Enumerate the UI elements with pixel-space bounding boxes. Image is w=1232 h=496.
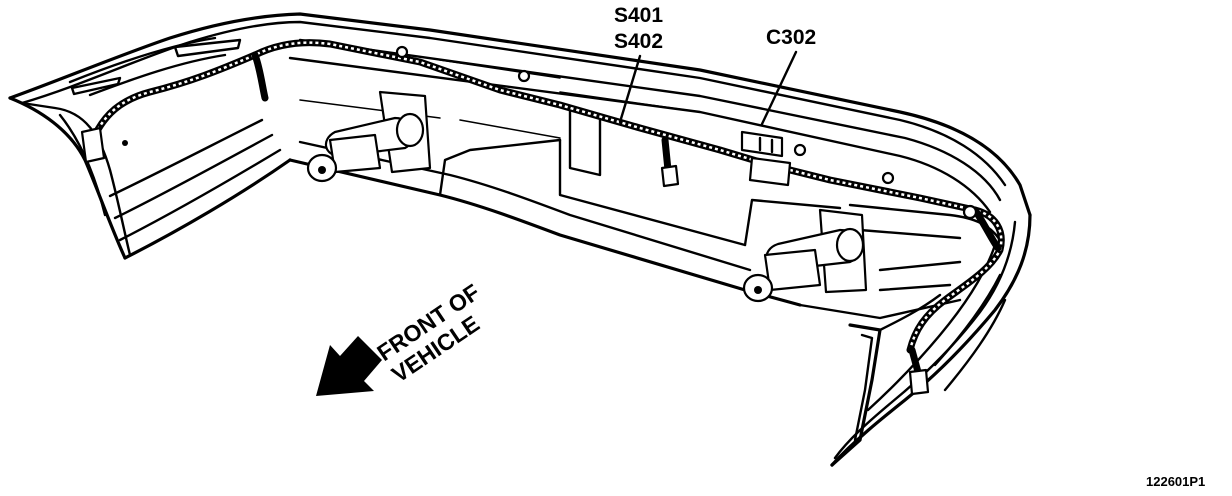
- callout-c302: C302: [760, 26, 816, 126]
- bumper-fascia: [8, 12, 1032, 467]
- label-c302: C302: [766, 26, 816, 49]
- figure-id: 122601P1: [1146, 474, 1205, 489]
- leader-line-c302: [760, 50, 798, 126]
- front-of-vehicle-indicator: FRONT OF VEHICLE: [316, 279, 484, 396]
- label-s402: S402: [614, 30, 663, 53]
- wiring-harness: [80, 39, 1005, 396]
- callout-s401-s402: S401 S402: [614, 4, 663, 124]
- left-energy-absorber: [306, 90, 432, 183]
- front-direction-arrow: [316, 336, 382, 396]
- right-energy-absorber: [742, 208, 868, 303]
- label-s401: S401: [614, 4, 663, 27]
- leader-line-s401-s402: [618, 54, 642, 124]
